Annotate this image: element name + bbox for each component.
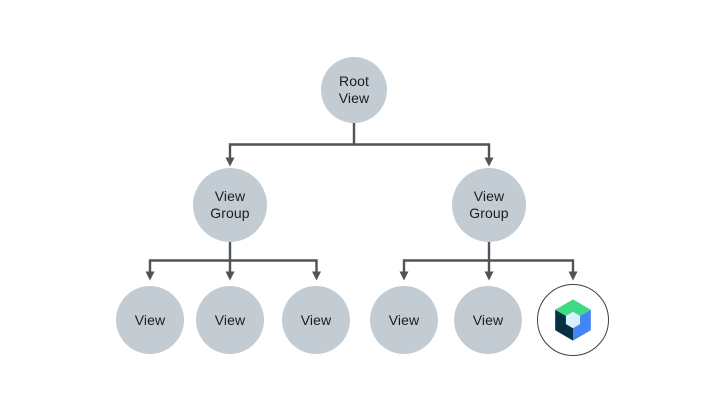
node-label-line: View	[472, 311, 504, 328]
node-label-line: View	[134, 311, 166, 328]
node-label-line: View	[214, 188, 246, 204]
arrowhead-compose-leaf	[568, 271, 578, 281]
node-view-left-2: View	[196, 286, 264, 354]
node-label-line: View	[473, 188, 505, 204]
arrowhead-view-left-1	[145, 271, 155, 281]
node-view-left-1: View	[116, 286, 184, 354]
arrowhead-group-right	[484, 157, 494, 167]
node-label-line: View	[388, 311, 420, 328]
node-label-line: Root	[339, 73, 369, 89]
arrowhead-view-right-2	[484, 271, 494, 281]
node-view-group-right: View Group	[452, 168, 526, 242]
arrowhead-view-left-2	[225, 271, 235, 281]
node-label-line: View	[338, 90, 370, 106]
node-view-group-left: View Group	[193, 168, 267, 242]
jetpack-compose-icon	[555, 299, 591, 341]
node-view-right-2: View	[454, 286, 522, 354]
node-label-line: View	[214, 311, 246, 328]
edge-left-branch	[148, 259, 318, 272]
edge-root-branch	[228, 143, 491, 158]
node-label-line: Group	[210, 205, 250, 221]
node-root-view: Root View	[321, 57, 387, 123]
arrowhead-view-left-3	[312, 271, 321, 281]
compose-cube-top-face	[555, 299, 591, 320]
node-compose-leaf	[537, 284, 609, 356]
node-label-line: View	[300, 311, 332, 328]
node-label-line: Group	[469, 205, 509, 221]
node-view-right-1: View	[370, 286, 438, 354]
arrowhead-view-right-1	[399, 271, 409, 281]
node-view-left-3: View	[282, 286, 350, 354]
compose-inner-hexagon	[565, 311, 581, 329]
arrowhead-group-left	[225, 157, 235, 167]
